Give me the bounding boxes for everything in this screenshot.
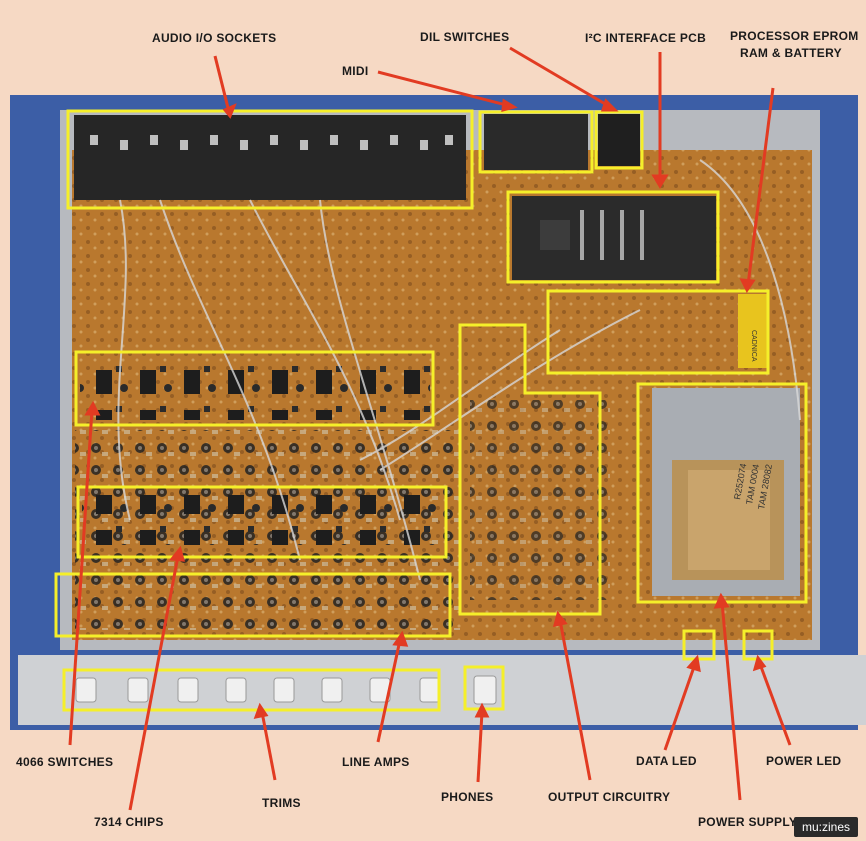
audio-socket-strip [74, 115, 466, 200]
box-4066 [74, 350, 435, 427]
box-processor [506, 190, 720, 284]
callout-arrows [68, 46, 792, 811]
label-phones: PHONES [441, 790, 494, 804]
box-audio-io [66, 109, 474, 210]
label-power-led: POWER LED [766, 754, 842, 768]
label-output-circuitry: OUTPUT CIRCUITRY [548, 790, 671, 804]
label-dil-switches: DIL SWITCHES [420, 30, 510, 44]
label-line-amps: LINE AMPS [342, 755, 410, 769]
label-audio-io-sockets: AUDIO I/O SOCKETS [152, 31, 277, 45]
i2c-connector [598, 114, 640, 166]
label-processor-eprom: PROCESSOR EPROM [730, 29, 859, 43]
midi-sockets [484, 114, 588, 170]
brand-watermark: mu:zines [793, 817, 858, 837]
front-panel [18, 655, 866, 725]
battery [738, 294, 768, 368]
label-7314-chips: 7314 CHIPS [94, 815, 164, 829]
label-trims: TRIMS [262, 796, 301, 810]
battery-label: CADNICA [750, 330, 757, 362]
label-data-led: DATA LED [636, 754, 697, 768]
label-ram-battery: RAM & BATTERY [740, 46, 842, 60]
box-i2c [594, 110, 644, 170]
box-trims [62, 668, 441, 712]
box-eprom-battery [546, 289, 770, 375]
box-output [458, 323, 602, 616]
label-midi: MIDI [342, 64, 369, 78]
label-i2c-interface-pcb: I²C INTERFACE PCB [585, 31, 707, 45]
box-midi [478, 110, 594, 174]
box-7314 [76, 485, 448, 559]
box-line-amps [54, 572, 452, 638]
box-data-led [682, 629, 716, 661]
label-4066-switches: 4066 SWITCHES [16, 755, 114, 769]
label-power-supply: POWER SUPPLY [698, 815, 798, 829]
